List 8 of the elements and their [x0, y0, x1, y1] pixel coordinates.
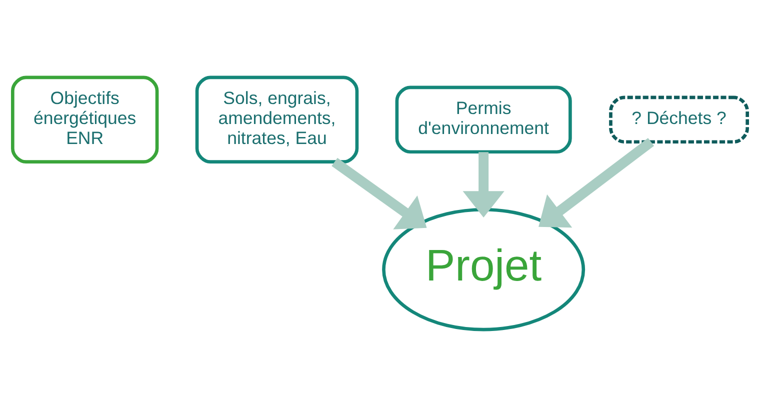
arrow	[538, 137, 654, 228]
arrow	[462, 152, 504, 218]
node-box: Sols, engrais, amendements, nitrates, Eau	[195, 75, 359, 164]
node-box: Objectifs énergétiques ENR	[10, 75, 159, 164]
node-box: ? Déchets ?	[609, 95, 749, 144]
node-ellipse: Projet	[382, 207, 586, 331]
arrow	[332, 157, 427, 229]
node-box: Permis d'environnement	[395, 85, 572, 154]
